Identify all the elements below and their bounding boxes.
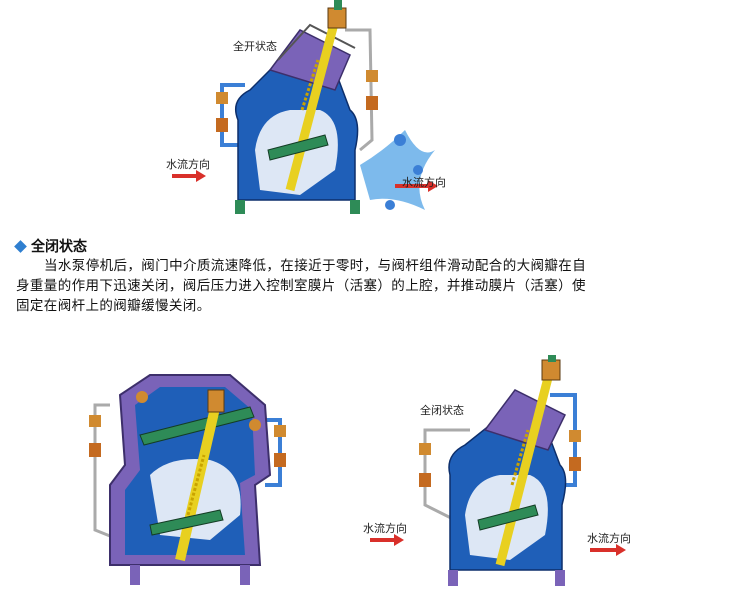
state-label-open: 全开状态	[233, 40, 277, 53]
paragraph-line-1: 当水泵停机后，阀门中介质流速降低，在接近于零时，与阀杆组件滑动配合的大阀瓣在自	[44, 258, 587, 274]
valve-closing-cutaway-diagram	[89, 374, 286, 585]
top-fitting	[541, 359, 561, 381]
control-chamber	[277, 23, 356, 61]
pipe-valve-right	[274, 425, 286, 437]
section-heading: 全闭状态	[14, 236, 87, 256]
control-pipe-right	[265, 418, 282, 487]
valve-stem	[495, 368, 555, 567]
stem-spring	[186, 454, 206, 516]
valve-disc	[477, 504, 539, 531]
top-fitting	[327, 7, 347, 29]
inflow-arrow-head	[196, 170, 206, 182]
pipe-valve-left	[89, 415, 101, 427]
pipe-filter-right	[274, 453, 286, 467]
paragraph-line-3: 固定在阀杆上的阀瓣缓慢关闭。	[16, 298, 211, 314]
outflow-arrow-head	[428, 180, 438, 192]
pipe-filter-right	[366, 96, 378, 110]
paragraph-line-2: 身重量的作用下迅速关闭，阀后压力进入控制室膜片（活塞）的上腔，并推动膜片（活塞）…	[16, 278, 586, 294]
control-pipe-left	[220, 83, 245, 147]
inflow-label: 水流方向	[363, 522, 407, 535]
outflow-label: 水流方向	[587, 532, 631, 545]
stem-spring	[300, 59, 320, 111]
inflow-label: 水流方向	[166, 158, 210, 171]
control-pipe-left	[423, 428, 470, 522]
bolt-left	[136, 391, 148, 403]
foot-right	[555, 570, 565, 586]
pipe-valve-right	[366, 70, 378, 82]
flange-left	[235, 200, 245, 214]
valve-disc	[149, 509, 224, 536]
state-label-closed: 全闭状态	[420, 404, 464, 417]
outflow-arrow-head	[616, 544, 626, 556]
valve-closed-diagram	[370, 355, 626, 586]
control-pipe-left	[93, 403, 121, 542]
pipe-valve-right	[569, 430, 581, 442]
diamond-bullet-icon	[14, 239, 27, 253]
pipe-filter-left	[89, 443, 101, 457]
stem-spring	[510, 429, 530, 486]
pipe-filter-right	[569, 457, 581, 471]
top-fitting-cap	[334, 0, 342, 10]
valve-disc	[267, 134, 329, 161]
foot-left	[130, 565, 140, 585]
section-title: 全闭状态	[31, 239, 87, 255]
valve-open-diagram	[172, 0, 438, 214]
flange-right	[350, 200, 360, 214]
inflow-arrow-head	[394, 534, 404, 546]
control-pipe-right	[345, 28, 374, 152]
foot-right	[240, 565, 250, 585]
pipe-valve-left	[216, 92, 228, 104]
bolt-right	[249, 419, 261, 431]
pipe-valve-left	[419, 443, 431, 455]
stem-nut	[207, 389, 225, 413]
pipe-filter-left	[419, 473, 431, 487]
top-fitting-cap	[548, 355, 556, 362]
outflow-label: 水流方向	[402, 176, 446, 189]
valve-stem	[285, 18, 340, 192]
section-paragraph: 当水泵停机后，阀门中介质流速降低，在接近于零时，与阀杆组件滑动配合的大阀瓣在自 …	[16, 256, 716, 316]
valve-stem	[175, 393, 223, 562]
water-splash	[360, 130, 435, 210]
pipe-filter-left	[216, 118, 228, 132]
foot-left	[448, 570, 458, 586]
